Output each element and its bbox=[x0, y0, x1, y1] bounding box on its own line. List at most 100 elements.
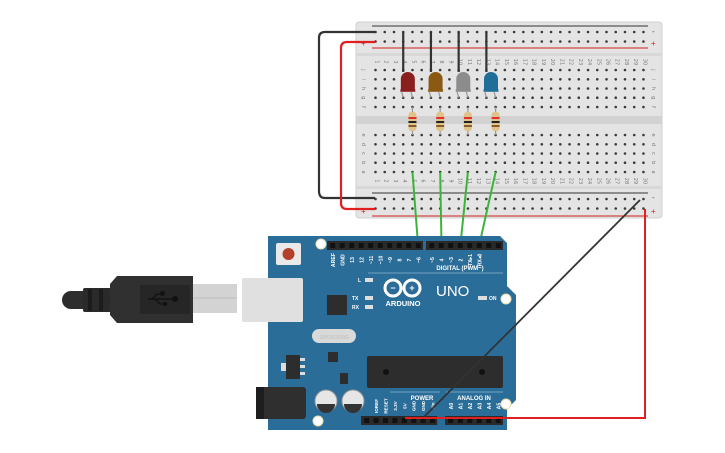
breadboard-hole[interactable] bbox=[475, 161, 479, 164]
breadboard-hole[interactable] bbox=[448, 161, 451, 164]
led[interactable] bbox=[456, 72, 471, 91]
breadboard-hole[interactable] bbox=[420, 87, 424, 90]
breadboard-hole[interactable] bbox=[438, 143, 442, 146]
breadboard-hole[interactable] bbox=[457, 170, 460, 174]
rail-hole[interactable] bbox=[642, 30, 645, 34]
breadboard-hole[interactable] bbox=[429, 152, 433, 155]
rail-hole[interactable] bbox=[420, 40, 424, 43]
signal-wire-pin-8[interactable] bbox=[411, 171, 419, 245]
breadboard-hole[interactable] bbox=[420, 78, 424, 81]
breadboard-hole[interactable] bbox=[401, 105, 405, 109]
breadboard-hole[interactable] bbox=[595, 170, 599, 174]
breadboard-hole[interactable] bbox=[586, 87, 590, 90]
breadboard-hole[interactable] bbox=[568, 161, 571, 164]
breadboard-hole[interactable] bbox=[383, 170, 387, 174]
breadboard-hole[interactable] bbox=[522, 96, 525, 99]
header-pin[interactable] bbox=[467, 243, 473, 248]
header-pin[interactable] bbox=[364, 418, 370, 423]
breadboard-hole[interactable] bbox=[605, 152, 608, 155]
rail-hole[interactable] bbox=[568, 197, 571, 201]
breadboard-hole[interactable] bbox=[429, 161, 433, 164]
breadboard-hole[interactable] bbox=[522, 78, 525, 81]
breadboard-hole[interactable] bbox=[522, 170, 525, 174]
breadboard-hole[interactable] bbox=[549, 96, 553, 99]
breadboard-hole[interactable] bbox=[475, 105, 479, 109]
breadboard-hole[interactable] bbox=[605, 78, 608, 81]
rail-hole[interactable] bbox=[549, 40, 553, 43]
breadboard-hole[interactable] bbox=[475, 68, 479, 72]
breadboard-hole[interactable] bbox=[577, 87, 581, 90]
breadboard-hole[interactable] bbox=[614, 87, 618, 90]
rail-hole[interactable] bbox=[595, 30, 599, 34]
rail-hole[interactable] bbox=[392, 30, 396, 34]
breadboard-hole[interactable] bbox=[605, 161, 608, 164]
header-pin[interactable] bbox=[392, 418, 398, 423]
breadboard-hole[interactable] bbox=[411, 68, 414, 72]
rail-hole[interactable] bbox=[475, 197, 479, 201]
breadboard-hole[interactable] bbox=[429, 133, 433, 137]
breadboard-hole[interactable] bbox=[522, 152, 525, 155]
breadboard-hole[interactable] bbox=[374, 143, 377, 146]
rail-hole[interactable] bbox=[623, 207, 627, 210]
rail-hole[interactable] bbox=[411, 30, 414, 34]
breadboard-hole[interactable] bbox=[512, 161, 516, 164]
rail-hole[interactable] bbox=[568, 40, 571, 43]
breadboard-hole[interactable] bbox=[577, 152, 581, 155]
rail-hole[interactable] bbox=[494, 40, 497, 43]
header-pin[interactable] bbox=[339, 243, 345, 248]
usb-cable[interactable] bbox=[62, 276, 237, 323]
breadboard-hole[interactable] bbox=[512, 96, 516, 99]
rail-hole[interactable] bbox=[540, 207, 544, 210]
breadboard-hole[interactable] bbox=[457, 161, 460, 164]
breadboard-hole[interactable] bbox=[531, 96, 534, 99]
rail-hole[interactable] bbox=[586, 207, 590, 210]
breadboard-hole[interactable] bbox=[632, 105, 636, 109]
breadboard-hole[interactable] bbox=[383, 87, 387, 90]
breadboard-hole[interactable] bbox=[614, 96, 618, 99]
breadboard-hole[interactable] bbox=[642, 68, 645, 72]
breadboard-hole[interactable] bbox=[614, 105, 618, 109]
rail-hole[interactable] bbox=[475, 207, 479, 210]
breadboard-hole[interactable] bbox=[503, 78, 507, 81]
rail-hole[interactable] bbox=[438, 30, 442, 34]
breadboard-hole[interactable] bbox=[623, 105, 627, 109]
breadboard-hole[interactable] bbox=[448, 143, 451, 146]
breadboard-hole[interactable] bbox=[595, 87, 599, 90]
header-pin[interactable] bbox=[349, 243, 355, 248]
breadboard-hole[interactable] bbox=[485, 152, 488, 155]
breadboard-hole[interactable] bbox=[577, 96, 581, 99]
breadboard-hole[interactable] bbox=[485, 143, 488, 146]
breadboard-hole[interactable] bbox=[420, 133, 424, 137]
rail-hole[interactable] bbox=[457, 207, 460, 210]
breadboard-hole[interactable] bbox=[512, 133, 516, 137]
breadboard-hole[interactable] bbox=[466, 143, 470, 146]
header-pin[interactable] bbox=[368, 243, 374, 248]
breadboard-hole[interactable] bbox=[540, 78, 544, 81]
led[interactable] bbox=[428, 72, 443, 91]
rail-hole[interactable] bbox=[531, 40, 534, 43]
rail-hole[interactable] bbox=[411, 40, 414, 43]
rail-hole[interactable] bbox=[522, 197, 525, 201]
rail-hole[interactable] bbox=[494, 207, 497, 210]
breadboard-hole[interactable] bbox=[614, 143, 618, 146]
breadboard-hole[interactable] bbox=[392, 105, 396, 109]
rail-hole[interactable] bbox=[595, 197, 599, 201]
breadboard-hole[interactable] bbox=[632, 68, 636, 72]
breadboard-hole[interactable] bbox=[494, 143, 497, 146]
breadboard-hole[interactable] bbox=[605, 96, 608, 99]
rail-hole[interactable] bbox=[549, 197, 553, 201]
rail-hole[interactable] bbox=[392, 207, 396, 210]
breadboard-hole[interactable] bbox=[485, 161, 488, 164]
breadboard-hole[interactable] bbox=[642, 143, 645, 146]
header-pin[interactable] bbox=[387, 243, 393, 248]
header-pin[interactable] bbox=[476, 243, 482, 248]
rail-hole[interactable] bbox=[531, 197, 534, 201]
rail-hole[interactable] bbox=[614, 40, 618, 43]
rail-hole[interactable] bbox=[623, 197, 627, 201]
breadboard-hole[interactable] bbox=[549, 170, 553, 174]
breadboard-hole[interactable] bbox=[522, 143, 525, 146]
breadboard-hole[interactable] bbox=[512, 143, 516, 146]
header-pin[interactable] bbox=[411, 418, 417, 423]
breadboard-hole[interactable] bbox=[577, 161, 581, 164]
arduino-uno[interactable]: SPK16.000G − + ARDUINO UNO DIGITAL (PWM~… bbox=[242, 236, 516, 430]
